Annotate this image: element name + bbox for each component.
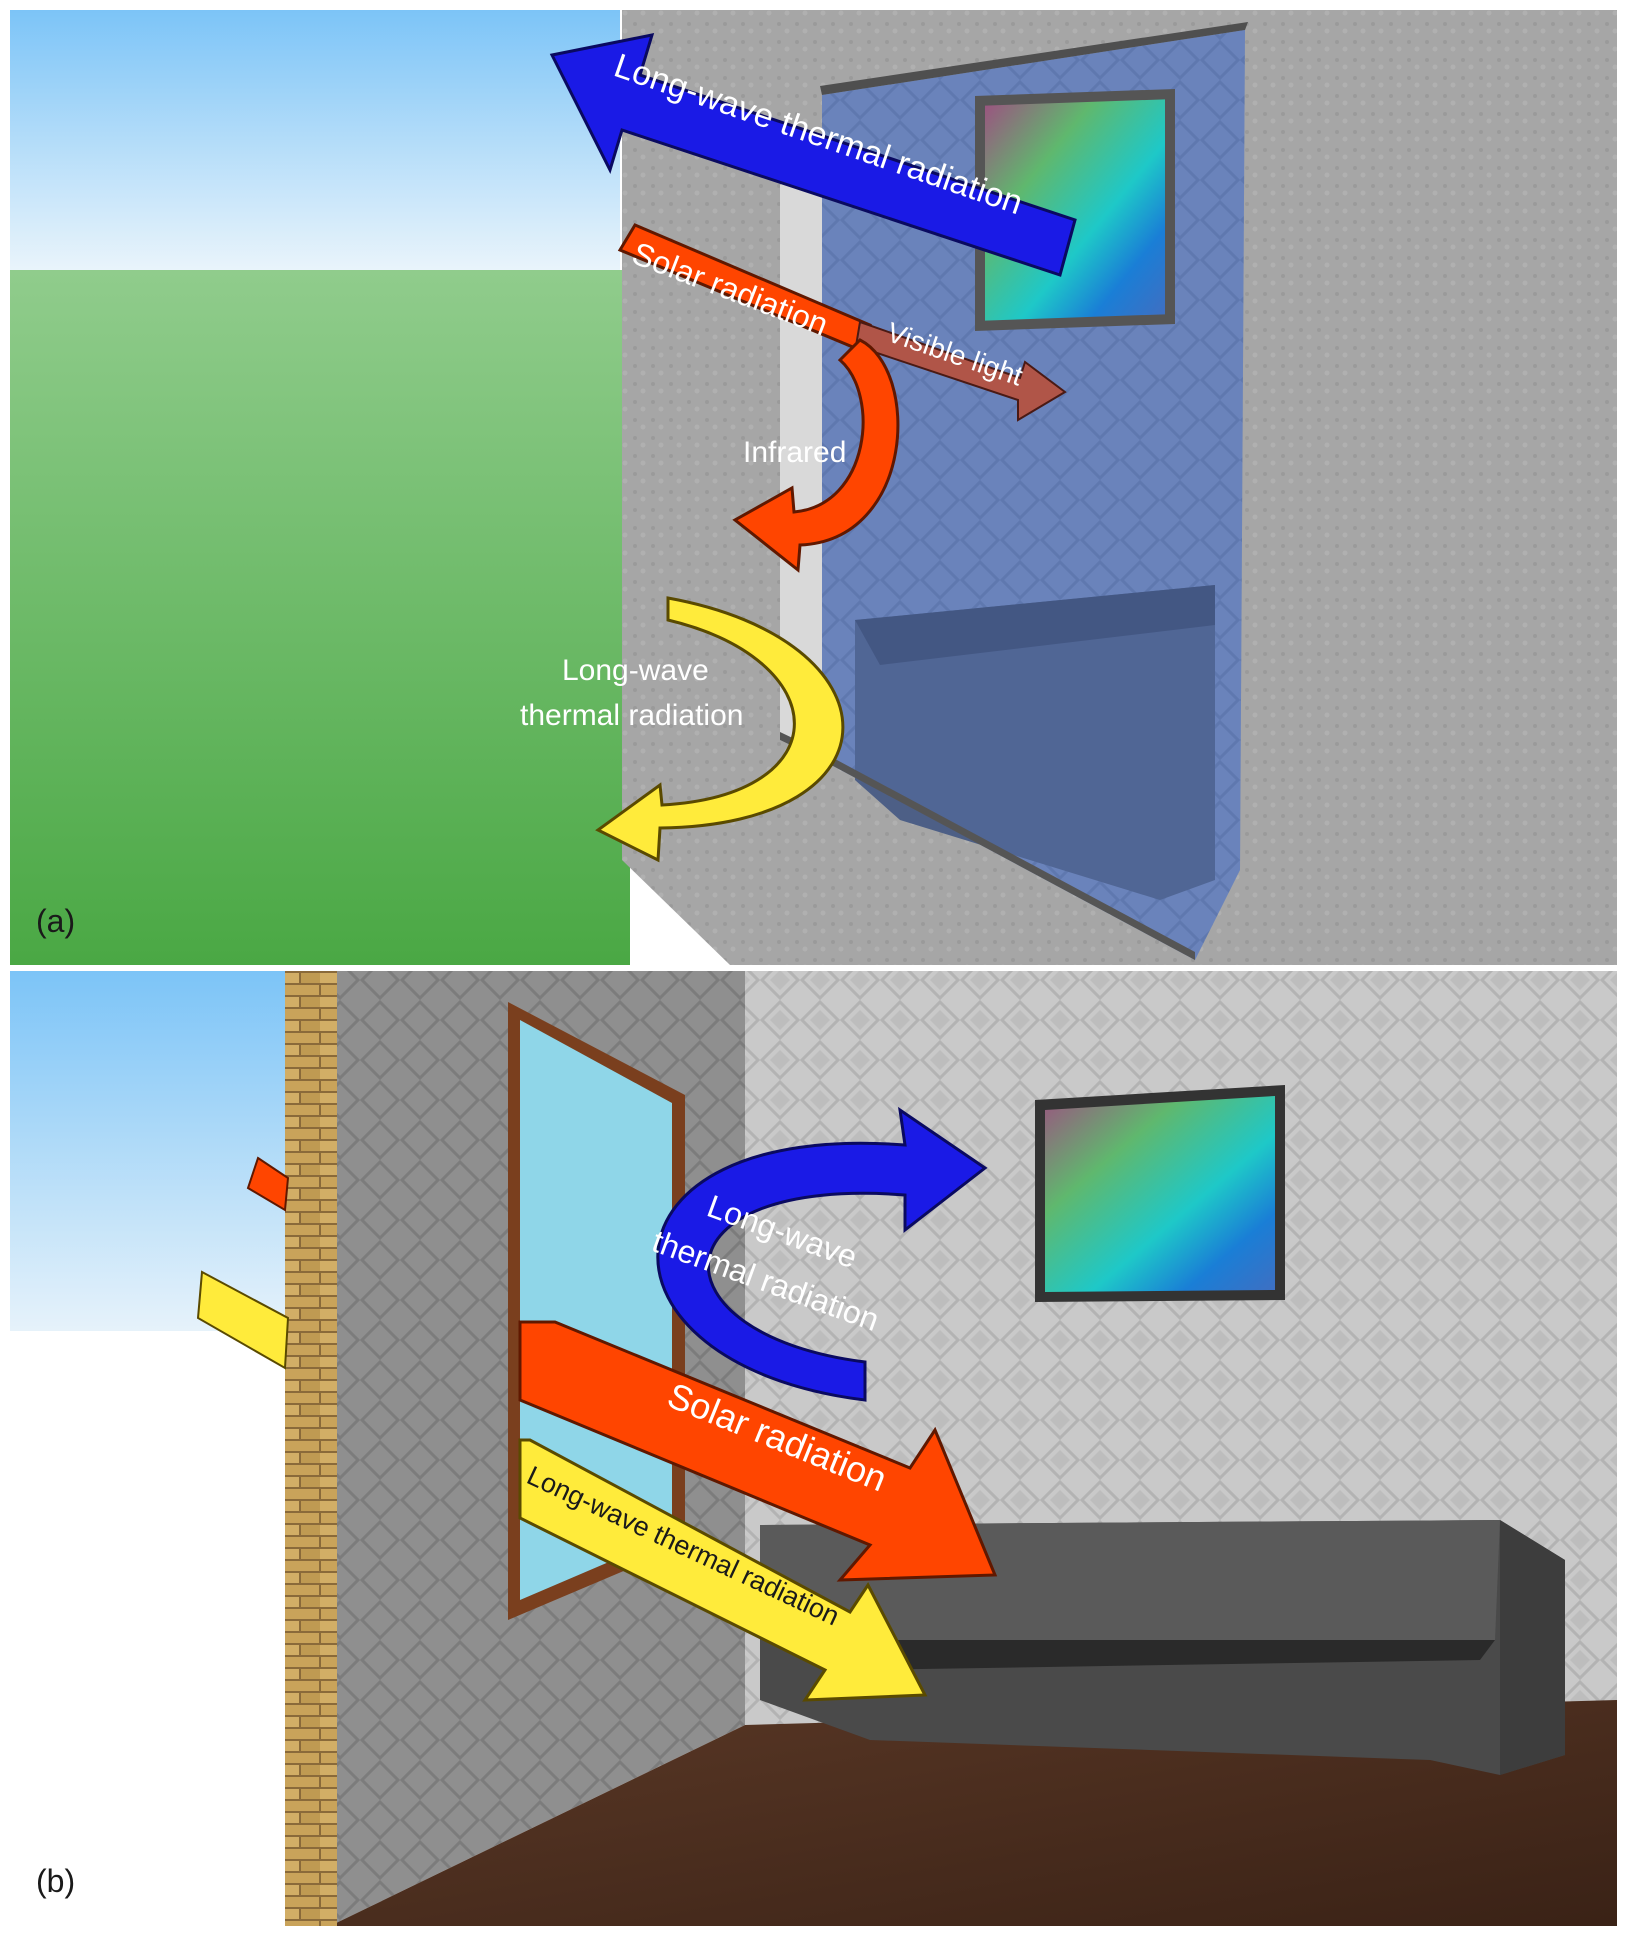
grass-a [10, 270, 630, 965]
arrow-long-wave-out [549, 33, 1077, 277]
label-infrared: Infrared [743, 436, 846, 469]
panel-a-tag: (a) [36, 903, 75, 939]
brick-edge [285, 971, 337, 1926]
arrow-long-wave-reflect [595, 596, 845, 863]
sky-a [10, 10, 620, 270]
arrow-long-wave-in [656, 1106, 988, 1402]
arrow-solar-b [518, 1320, 998, 1582]
floor-b [330, 1700, 1617, 1926]
arrow-stub-long-wave [196, 1270, 290, 1370]
sky-b [10, 971, 290, 1331]
arrow-long-wave-through [518, 1438, 928, 1702]
panel-b: Long-wave thermal radiation Solar radiat… [10, 971, 1617, 1926]
label-long-wave-reflect-2: thermal radiation [520, 699, 743, 732]
panel-divider [0, 965, 1627, 971]
panel-a: Long-wave thermal radiation Solar radiat… [10, 10, 1617, 965]
arrow-visible-light [854, 320, 1067, 422]
painting-b [1045, 1096, 1275, 1292]
label-long-wave-reflect-1: Long-wave [562, 654, 709, 687]
panel-b-tag: (b) [36, 1863, 75, 1899]
arrow-infrared [732, 338, 900, 573]
arrow-stub-solar [246, 1156, 290, 1212]
